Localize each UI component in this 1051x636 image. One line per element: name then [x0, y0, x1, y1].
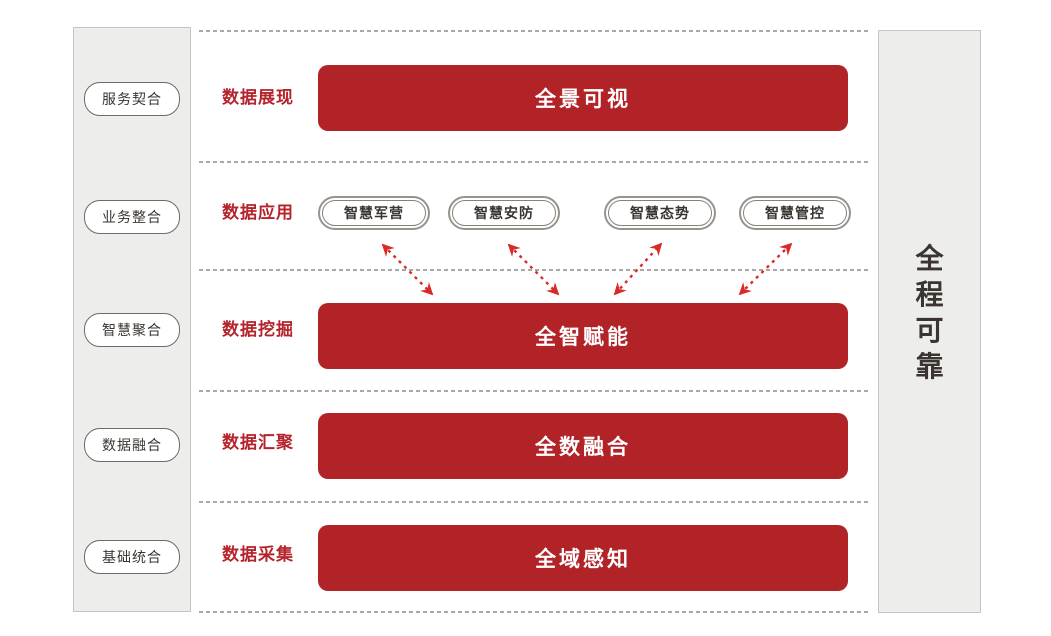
bar-full-data-fusion: 全数融合	[318, 413, 848, 479]
layer-label-data-mining: 数据挖掘	[222, 320, 294, 339]
left-panel: 服务契合 业务整合 智慧聚合 数据融合 基础统合	[73, 27, 191, 612]
app-pill-label: 智慧管控	[743, 200, 847, 226]
dotted-separator	[199, 501, 868, 503]
app-pill-label: 智慧态势	[608, 200, 712, 226]
dotted-separator	[199, 611, 868, 613]
left-pill-data-fusion: 数据融合	[84, 428, 180, 462]
app-pill-smart-security: 智慧安防	[448, 196, 560, 230]
bar-full-domain-sensing: 全域感知	[318, 525, 848, 591]
right-panel: 全 程 可 靠	[878, 30, 981, 613]
layer-label-data-application: 数据应用	[222, 203, 294, 222]
vertical-char: 靠	[915, 351, 944, 382]
vertical-char: 可	[915, 315, 944, 346]
bar-full-intelligence: 全智赋能	[318, 303, 848, 369]
dotted-separator	[199, 269, 868, 271]
layer-label-data-collection: 数据采集	[222, 545, 294, 564]
left-pill-foundation-unification: 基础统合	[84, 540, 180, 574]
vertical-char: 全	[915, 243, 944, 274]
dotted-separator	[199, 390, 868, 392]
app-pill-label: 智慧安防	[452, 200, 556, 226]
dotted-separator	[199, 161, 868, 163]
dotted-separator	[199, 30, 868, 32]
left-pill-service-fit: 服务契合	[84, 82, 180, 116]
vertical-char: 程	[915, 279, 944, 310]
app-pill-smart-control: 智慧管控	[739, 196, 851, 230]
app-pill-smart-barracks: 智慧军营	[318, 196, 430, 230]
vertical-banner-text: 全 程 可 靠	[915, 240, 943, 385]
app-pill-label: 智慧军营	[322, 200, 426, 226]
app-pill-smart-situation: 智慧态势	[604, 196, 716, 230]
layer-label-data-presentation: 数据展现	[222, 88, 294, 107]
layer-label-data-convergence: 数据汇聚	[222, 433, 294, 452]
left-pill-business-integration: 业务整合	[84, 200, 180, 234]
left-pill-wisdom-aggregation: 智慧聚合	[84, 313, 180, 347]
bar-panoramic-visibility: 全景可视	[318, 65, 848, 131]
